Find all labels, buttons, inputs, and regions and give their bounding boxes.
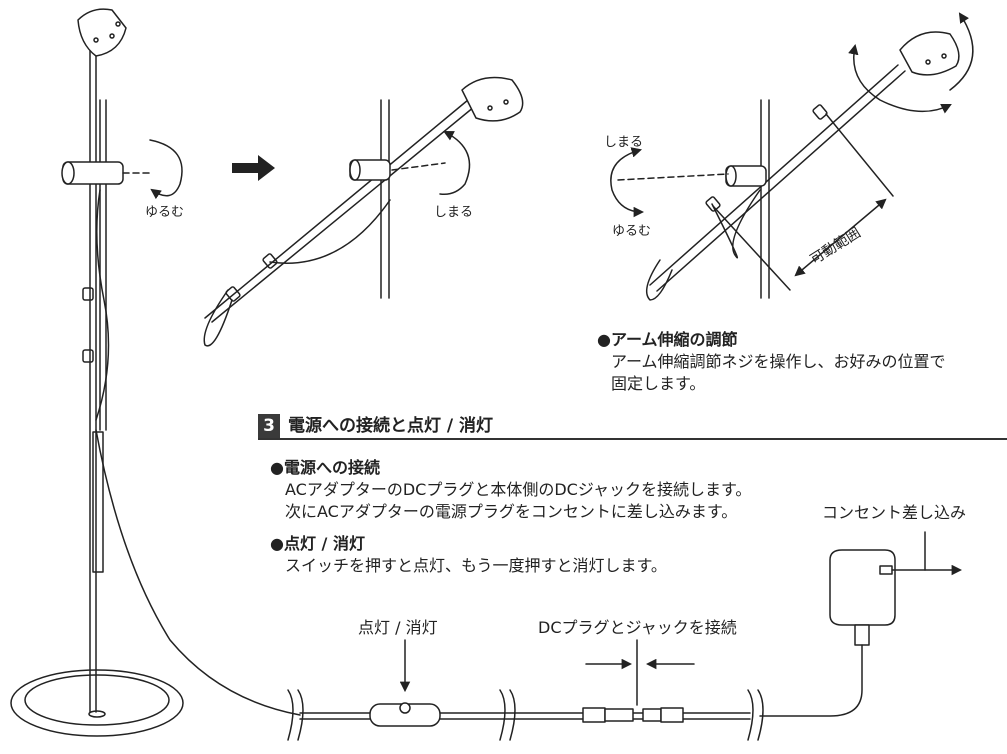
connect-callout: DCプラグとジャックを接続	[538, 618, 737, 637]
cable-connection-diagram	[287, 531, 963, 741]
tighten-label-middle: しまる	[434, 205, 474, 220]
arm-text-line1: アーム伸縮調節ネジを操作し、お好みの位置で	[611, 352, 946, 371]
power-line2: 次にACアダプターの電源プラグをコンセントに差し込みます。	[285, 502, 738, 521]
next-arrow-icon	[232, 155, 275, 181]
arm-text-line2: 固定します。	[611, 374, 706, 393]
light-line1: スイッチを押すと点灯、もう一度押すと消灯します。	[285, 556, 667, 575]
standing-lamp	[10, 8, 301, 737]
section3-header: 3 電源への接続と点灯 / 消灯	[258, 414, 1007, 440]
arm-extension-diagram	[610, 12, 974, 301]
loosen-label-right: ゆるむ	[612, 224, 652, 239]
section-title: 電源への接続と点灯 / 消灯	[288, 416, 494, 436]
section-rule	[258, 438, 1007, 440]
power-line1: ACアダプターのDCプラグと本体側のDCジャックを接続します。	[285, 480, 752, 499]
power-heading: ●電源への接続	[270, 458, 380, 477]
tighten-label-right: しまる	[604, 135, 644, 150]
light-heading: ●点灯 / 消灯	[270, 534, 365, 553]
loosen-label-left: ゆるむ	[145, 205, 185, 220]
arm-loosened-diagram	[203, 76, 524, 347]
section-number: 3	[258, 414, 280, 438]
switch-callout: 点灯 / 消灯	[358, 618, 438, 637]
arm-heading: ●アーム伸縮の調節	[597, 330, 738, 349]
outlet-callout: コンセント差し込み	[822, 503, 967, 522]
